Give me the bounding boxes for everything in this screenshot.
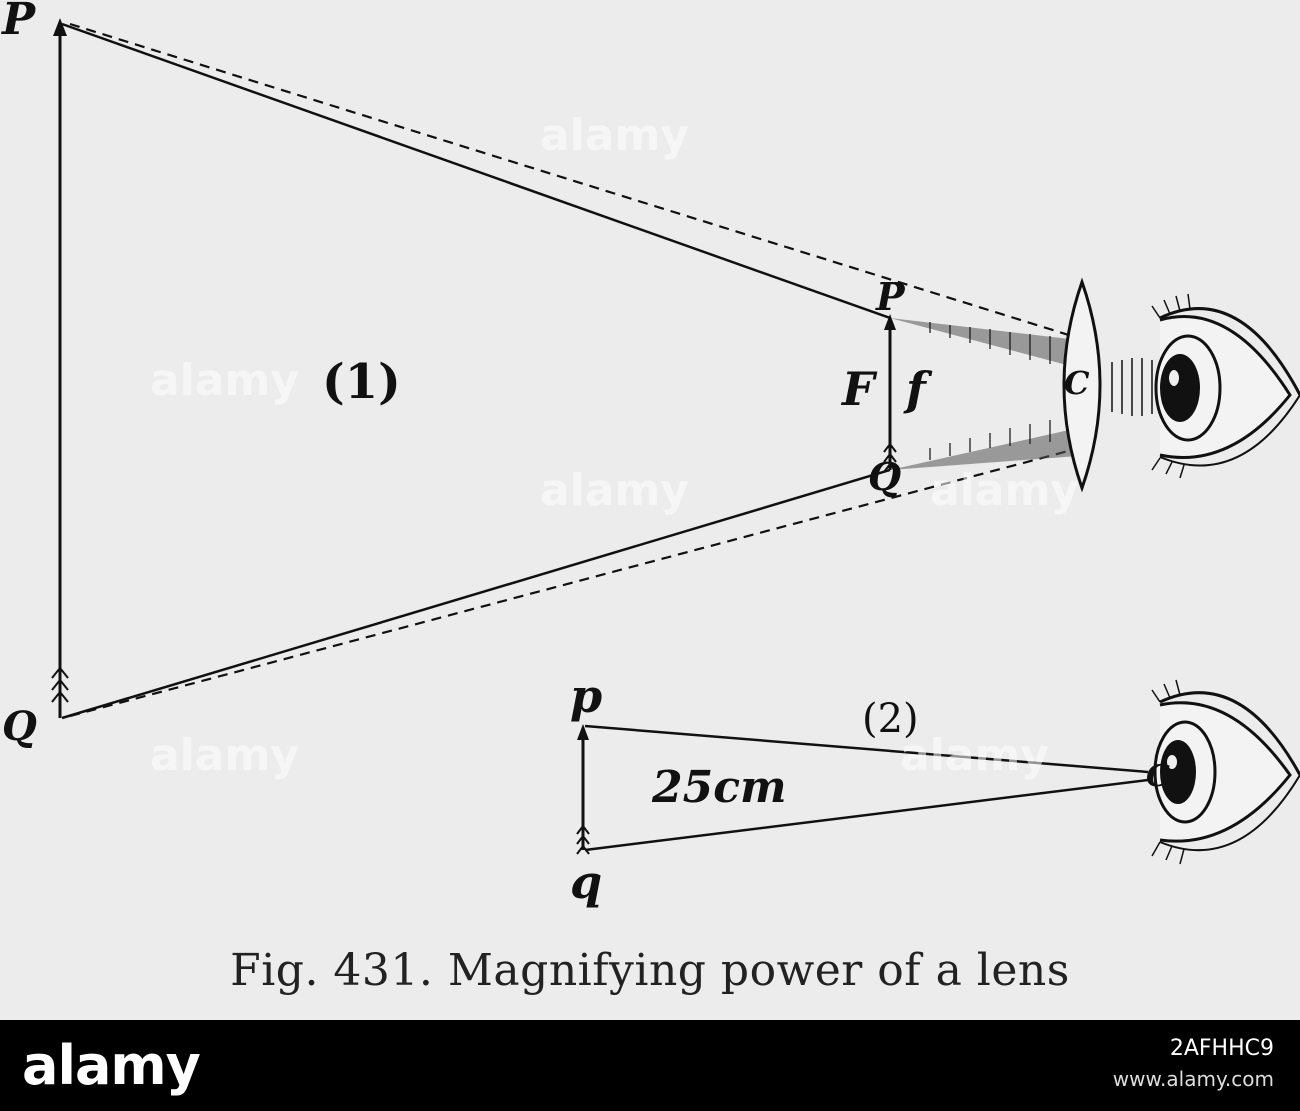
label-fig1: (1): [322, 354, 401, 410]
label-distance: 25cm: [651, 762, 787, 813]
light-cone-top: [890, 318, 1078, 368]
brand-logo: alamy: [22, 1034, 201, 1097]
object-arrowhead: [884, 314, 896, 330]
label-q: q: [570, 855, 602, 909]
site-url: www.alamy.com: [1112, 1067, 1274, 1091]
watermark: alamy: [150, 355, 299, 406]
lens-diagram: P Q P Q F f C C p q (1) (2) 25cm alamy a…: [0, 0, 1300, 909]
label-Q-small: Q: [868, 454, 901, 499]
label-f: f: [903, 362, 933, 416]
virtual-image-feathers: [51, 666, 69, 703]
label-p: p: [570, 669, 602, 723]
watermark: alamy: [540, 110, 689, 161]
label-P-small: P: [875, 274, 906, 319]
label-Q-upper: Q: [2, 703, 37, 750]
ray-bottom-dashed: [69, 448, 1073, 718]
watermark: alamy: [930, 465, 1079, 516]
ray-top-dashed: [69, 22, 1073, 338]
label-C: C: [1064, 364, 1090, 402]
ray-bottom-fig2: [584, 778, 1149, 852]
eye-icon: [1151, 293, 1300, 479]
label-F: F: [840, 362, 878, 416]
convex-lens: [1062, 277, 1102, 493]
figure-area: P Q P Q F f C C p q (1) (2) 25cm alamy a…: [0, 0, 1300, 996]
label-fig2: (2): [862, 696, 919, 742]
light-cone-bottom: [890, 428, 1078, 470]
ray-bottom-solid: [61, 468, 891, 720]
image-id-block: 2AFHHC9 www.alamy.com: [1113, 1034, 1274, 1094]
lens-to-eye-hatching: [1111, 358, 1153, 416]
object-arrowhead-fig2: [577, 724, 589, 740]
ray-top-fig2: [584, 724, 1149, 774]
watermark: alamy: [150, 730, 299, 781]
watermark: alamy: [540, 465, 689, 516]
watermark-group: alamy alamy alamy alamy alamy alamy: [150, 110, 1079, 781]
eye-icon-fig2: [1151, 679, 1300, 865]
label-P-upper: P: [0, 0, 37, 45]
watermark: alamy: [900, 730, 1049, 781]
label-C-fig2: C: [1146, 759, 1170, 794]
virtual-image-arrowhead: [53, 18, 67, 36]
ray-top-solid: [61, 22, 891, 320]
watermark-bar: alamy 2AFHHC9 www.alamy.com: [0, 1020, 1300, 1111]
hatching: [929, 322, 1051, 460]
image-id: 2AFHHC9: [1169, 1036, 1274, 1061]
object-feathers-fig2: [576, 824, 590, 855]
figure-caption: Fig. 431. Magnifying power of a lens: [230, 945, 1070, 996]
